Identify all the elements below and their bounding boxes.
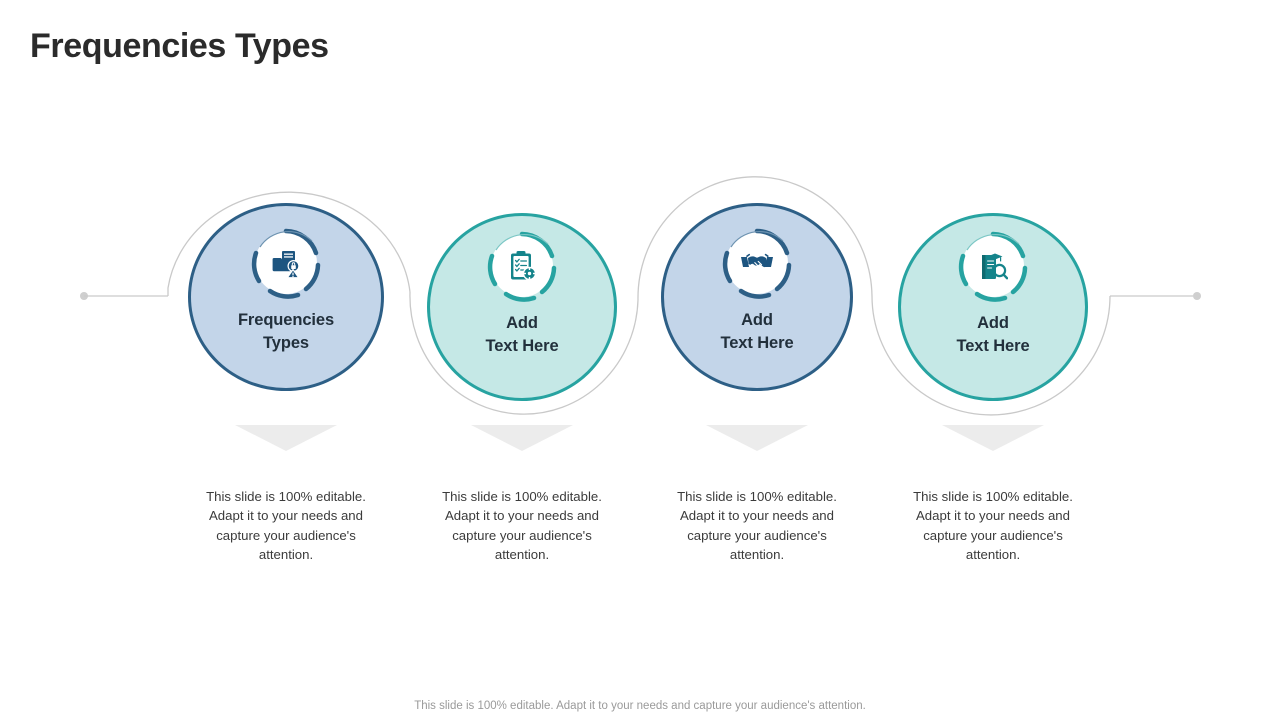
node-4-icon-badge xyxy=(958,231,1028,302)
node-3-label-line1: Add xyxy=(741,311,773,329)
slide-footer: This slide is 100% editable. Adapt it to… xyxy=(414,700,866,712)
badge-ring-icon xyxy=(958,231,1028,302)
badge-ring-icon xyxy=(487,231,557,302)
node-3-icon-badge xyxy=(722,228,792,299)
clipboard-checklist-icon xyxy=(511,251,537,281)
node-1-circle[interactable]: Frequencies Types xyxy=(188,203,384,391)
badge-ring-icon xyxy=(722,228,792,299)
node-1-description: This slide is 100% editable. Adapt it to… xyxy=(206,489,366,562)
node-3-description: This slide is 100% editable. Adapt it to… xyxy=(677,489,837,562)
node-2-description: This slide is 100% editable. Adapt it to… xyxy=(442,489,602,562)
node-4-label-line1: Add xyxy=(977,314,1009,332)
node-2-label: Add Text Here xyxy=(430,312,614,358)
node-4-label: Add Text Here xyxy=(901,312,1085,358)
node-2-chevron-icon xyxy=(471,425,573,451)
node-2-label-line1: Add xyxy=(506,314,538,332)
node-3-label: Add Text Here xyxy=(664,309,850,355)
node-2-label-line2: Text Here xyxy=(485,337,559,355)
node-2-icon-badge xyxy=(487,231,557,302)
node-1-icon-badge xyxy=(251,228,321,299)
node-3-chevron-icon xyxy=(706,425,808,451)
node-4-circle[interactable]: Add Text Here xyxy=(898,213,1088,401)
node-4-label-line2: Text Here xyxy=(956,337,1030,355)
node-1-chevron-icon xyxy=(235,425,337,451)
book-graduation-magnifier-icon xyxy=(982,253,1008,280)
node-4-description: This slide is 100% editable. Adapt it to… xyxy=(913,489,1073,562)
page-title: Frequencies Types xyxy=(30,27,329,65)
node-1-label: Frequencies Types xyxy=(191,309,381,355)
node-3-label-line2: Text Here xyxy=(720,334,794,352)
node-2-circle[interactable]: Add Text Here xyxy=(427,213,617,401)
badge-ring-icon xyxy=(251,228,321,299)
node-1-label-line1: Frequencies xyxy=(237,311,335,329)
node-1-label-line2: Types xyxy=(263,334,309,352)
node-4-chevron-icon xyxy=(942,425,1044,451)
node-3-circle[interactable]: Add Text Here xyxy=(661,203,853,391)
